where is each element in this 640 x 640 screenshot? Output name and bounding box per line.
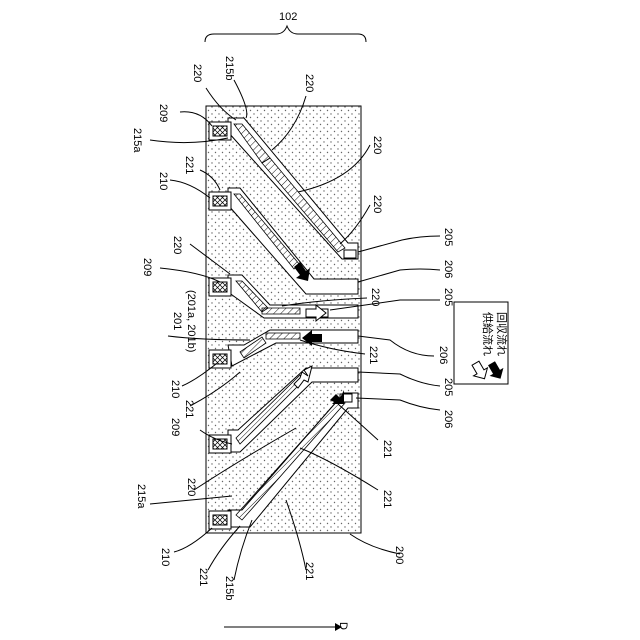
label-220-top-a: 220 [191,64,203,82]
hatch-mid-2 [262,308,300,314]
label-221-low-c: 221 [197,568,209,586]
legend-recovery-label: 回収流れ [495,312,509,356]
label-209-mid: 209 [141,258,153,276]
label-209-low: 209 [169,418,181,436]
label-221-mid-a: 221 [367,346,379,364]
label-221-low-a: 221 [381,440,393,458]
label-210-low: 210 [159,548,171,566]
legend-supply-label: 供給流れ [481,312,495,356]
label-221-top: 221 [183,156,195,174]
label-220-right-b: 220 [371,195,383,213]
label-206-a: 206 [442,260,454,278]
label-205-a: 205 [442,228,454,246]
label-220-mid-b: 220 [369,288,381,306]
label-215b-low: 215b [223,576,235,600]
label-220-right-a: 220 [371,136,383,154]
label-215a-top: 215a [131,128,143,153]
legend: 供給流れ 回収流れ [454,302,509,384]
label-210-top: 210 [157,172,169,190]
label-210-mid: 210 [169,380,181,398]
label-215a-low: 215a [135,484,147,509]
direction-label: D [337,622,349,630]
label-220-low: 220 [185,478,197,496]
group-label: 102 [279,11,297,23]
label-205-c: 205 [442,378,454,396]
group-brace [205,26,366,42]
label-206-b: 206 [437,346,449,364]
label-215b-top: 215b [223,56,235,80]
substrate-label: 200 [393,546,405,564]
label-205-b: 205 [442,288,454,306]
label-220-top-b: 220 [303,74,315,92]
label-201ab: (201a, 201b) [185,290,197,352]
label-209-top: 209 [157,104,169,122]
label-206-c: 206 [442,410,454,428]
hatch-mid-4 [266,333,300,339]
label-201: 201 [171,312,183,330]
label-220-mid: 220 [171,236,183,254]
label-221-low-d: 221 [303,562,315,580]
label-221-low-b: 221 [381,490,393,508]
label-221-mid-b: 221 [183,400,195,418]
